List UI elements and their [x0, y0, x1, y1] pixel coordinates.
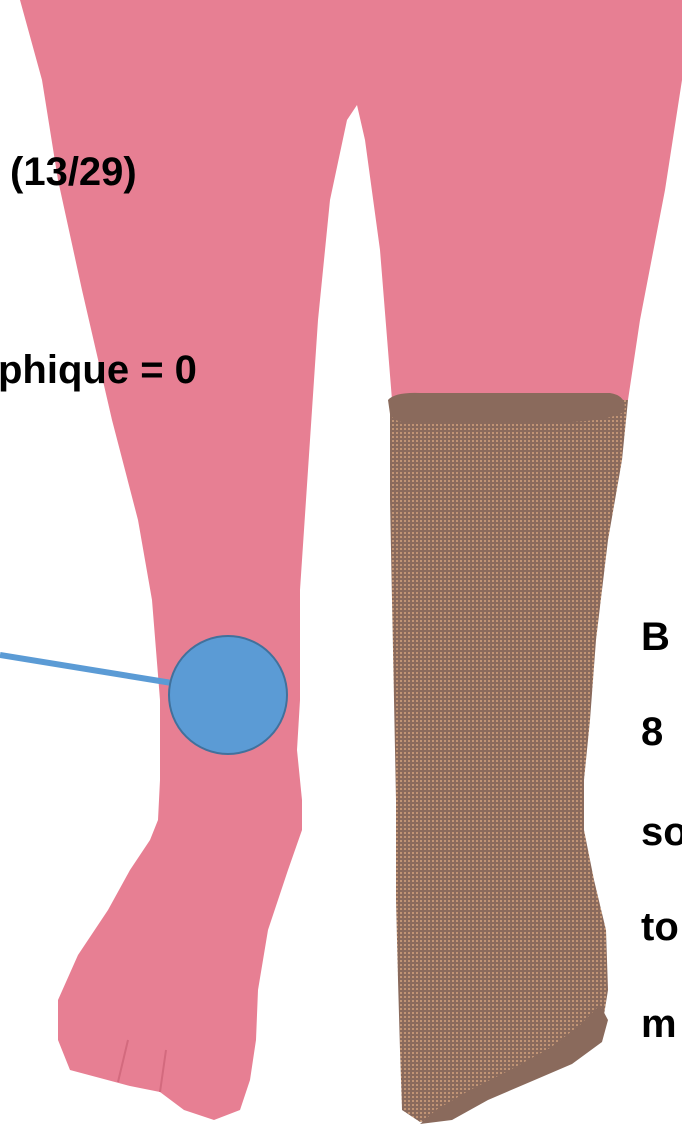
marker-circle [169, 636, 287, 754]
right-text-line: m [641, 1004, 677, 1044]
right-text-line: B [641, 617, 670, 657]
right-text-line: to [641, 907, 679, 947]
score-label: phique = 0 [0, 350, 197, 390]
cast-top-band [388, 393, 625, 424]
pointer-line [0, 655, 172, 683]
right-text-line: 8 [641, 712, 663, 752]
count-label: (13/29) [10, 152, 137, 192]
right-text-line: so [641, 812, 682, 852]
